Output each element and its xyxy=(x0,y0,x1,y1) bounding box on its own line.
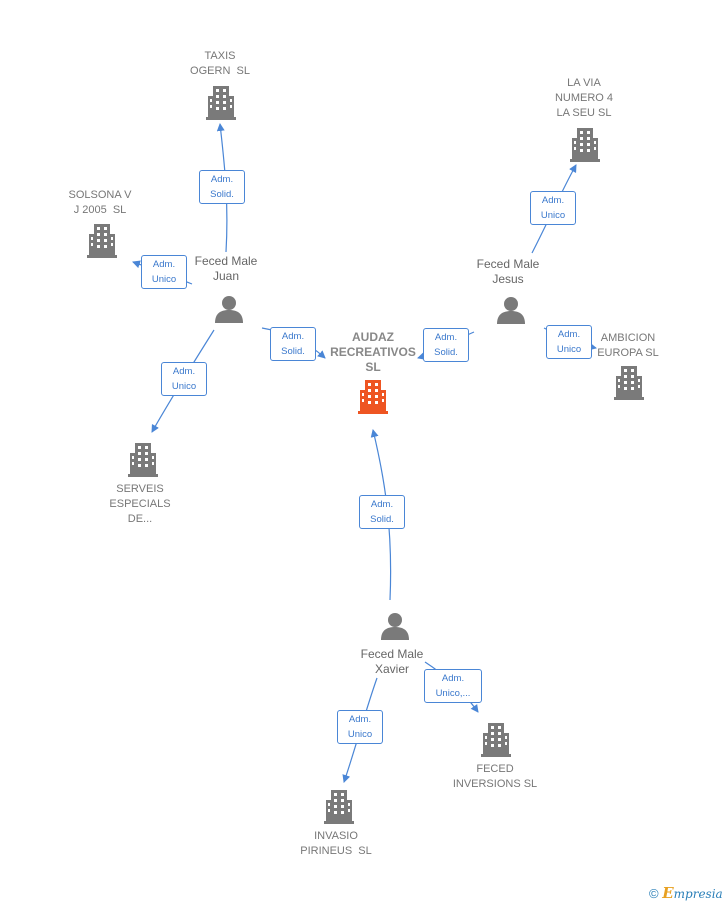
person-jesus[interactable]: Feced Male Jesus xyxy=(458,257,558,287)
relation-label-line: Solid. xyxy=(210,189,234,200)
person-name-line: Juan xyxy=(212,269,240,283)
relation-label-line: Adm. xyxy=(348,714,372,725)
person-name-line: Jesus xyxy=(492,272,524,286)
company-feced-inversions[interactable]: FECED INVERSIONS SL xyxy=(435,762,555,792)
company-audaz[interactable]: AUDAZ RECREATIVOS SL xyxy=(313,330,433,375)
brand-name: mpresia xyxy=(673,887,723,901)
relation-label-line: Adm. xyxy=(557,329,581,340)
company-name-line: OGERN SL xyxy=(190,65,250,77)
company-name-line: DE... xyxy=(127,513,153,525)
person-name-line: Feced Male xyxy=(476,257,540,271)
building-icon[interactable] xyxy=(614,366,644,400)
building-icon[interactable] xyxy=(324,790,354,824)
relation-badge-juan-solsona[interactable]: Adm. Unico xyxy=(141,255,187,289)
person-xavier[interactable]: Feced Male Xavier xyxy=(342,647,442,677)
relation-badge-jesus-ambicion[interactable]: Adm. Unico xyxy=(546,325,592,359)
relation-label-line: Adm. xyxy=(441,673,465,684)
relation-badge-xavier-audaz[interactable]: Adm. Solid. xyxy=(359,495,405,529)
relation-badge-jesus-lavia[interactable]: Adm. Unico xyxy=(530,191,576,225)
company-name-line: SOLSONA V xyxy=(68,189,132,201)
relation-label-line: Unico xyxy=(171,381,197,392)
company-ambicion[interactable]: AMBICION EUROPA SL xyxy=(578,331,678,361)
company-invasio[interactable]: INVASIO PIRINEUS SL xyxy=(276,829,396,859)
company-solsona[interactable]: SOLSONA V J 2005 SL xyxy=(50,188,150,218)
building-icon[interactable] xyxy=(358,380,388,414)
relation-label-line: Unico xyxy=(151,274,177,285)
relation-badge-juan-audaz[interactable]: Adm. Solid. xyxy=(270,327,316,361)
relation-label-line: Adm. xyxy=(172,366,196,377)
building-icon[interactable] xyxy=(481,723,511,757)
company-name-line: J 2005 SL xyxy=(73,204,127,216)
empresia-logo[interactable]: © Empresia xyxy=(649,884,723,902)
person-icon[interactable] xyxy=(497,297,525,324)
company-name-line: LA VIA xyxy=(567,77,601,89)
relation-badge-jesus-audaz[interactable]: Adm. Solid. xyxy=(423,328,469,362)
person-name-line: Xavier xyxy=(374,662,409,676)
relation-badge-xavier-fecedinv[interactable]: Adm. Unico,... xyxy=(424,669,482,703)
company-name-line: ESPECIALS xyxy=(109,498,171,510)
relation-label-line: Unico,... xyxy=(435,688,471,699)
company-name-line: PIRINEUS SL xyxy=(300,845,372,857)
company-name-line: SL xyxy=(365,360,381,374)
building-icon[interactable] xyxy=(128,443,158,477)
relation-label-line: Unico xyxy=(556,344,582,355)
person-juan[interactable]: Feced Male Juan xyxy=(176,254,276,284)
person-icon[interactable] xyxy=(215,296,243,323)
company-name-line: SERVEIS xyxy=(116,483,164,495)
relation-label-line: Solid. xyxy=(281,346,305,357)
company-serveis[interactable]: SERVEIS ESPECIALS DE... xyxy=(90,482,190,527)
relation-label-line: Solid. xyxy=(370,514,394,525)
building-icon[interactable] xyxy=(87,224,117,258)
building-icon[interactable] xyxy=(206,86,236,120)
company-name-line: INVASIO xyxy=(314,830,358,842)
company-taxis[interactable]: TAXIS OGERN SL xyxy=(170,49,270,79)
copyright-symbol: © xyxy=(649,886,659,901)
relation-label-line: Adm. xyxy=(152,259,176,270)
company-name-line: AMBICION xyxy=(600,332,656,344)
relation-label-line: Unico xyxy=(540,210,566,221)
person-icon[interactable] xyxy=(381,613,409,640)
person-name-line: Feced Male xyxy=(360,647,424,661)
relation-label-line: Unico xyxy=(347,729,373,740)
company-lavia[interactable]: LA VIA NUMERO 4 LA SEU SL xyxy=(534,76,634,121)
building-icon[interactable] xyxy=(570,128,600,162)
company-name-line: TAXIS xyxy=(204,50,236,62)
relation-label-line: Adm. xyxy=(434,332,458,343)
relation-badge-juan-serveis[interactable]: Adm. Unico xyxy=(161,362,207,396)
relation-badge-juan-taxis[interactable]: Adm. Solid. xyxy=(199,170,245,204)
company-name-line: EUROPA SL xyxy=(597,347,659,359)
relation-label-line: Solid. xyxy=(434,347,458,358)
person-name-line: Feced Male xyxy=(194,254,258,268)
company-name-line: RECREATIVOS xyxy=(330,345,416,359)
brand-initial: E xyxy=(662,884,674,902)
company-name-line: NUMERO 4 xyxy=(554,92,614,104)
relation-label-line: Adm. xyxy=(370,499,394,510)
relation-label-line: Adm. xyxy=(281,331,305,342)
company-name-line: AUDAZ xyxy=(352,330,394,344)
company-name-line: INVERSIONS SL xyxy=(452,778,538,790)
company-name-line: FECED xyxy=(476,763,514,775)
company-name-line: LA SEU SL xyxy=(556,107,612,119)
relation-label-line: Adm. xyxy=(210,174,234,185)
relation-badge-xavier-invasio[interactable]: Adm. Unico xyxy=(337,710,383,744)
relation-label-line: Adm. xyxy=(541,195,565,206)
